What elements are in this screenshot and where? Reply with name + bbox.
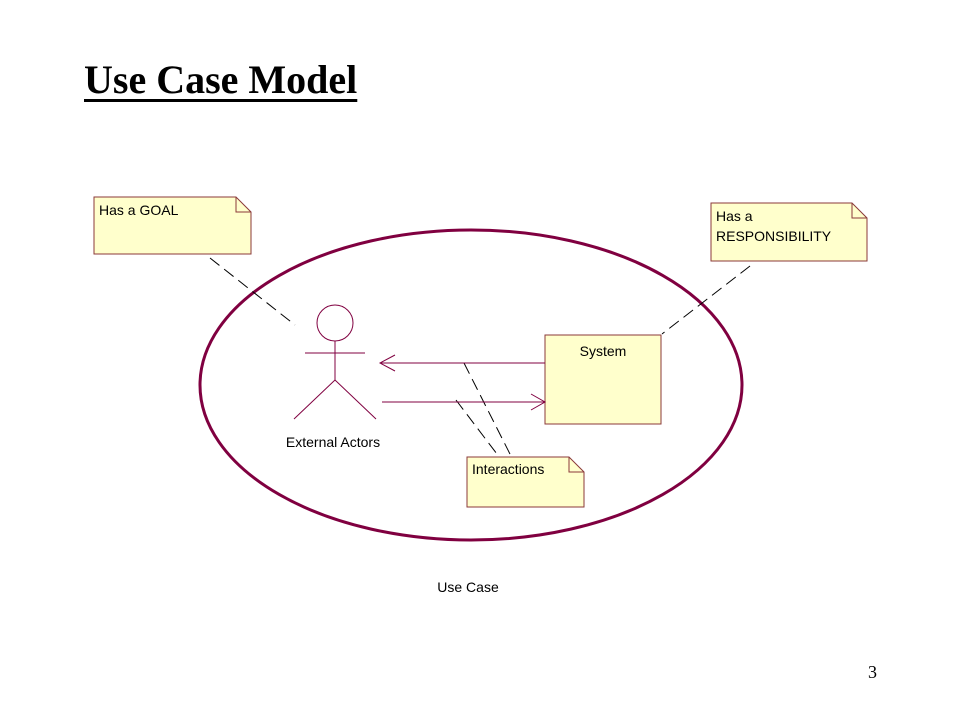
system-label: System <box>580 343 627 359</box>
use-case-ellipse[interactable] <box>198 228 744 542</box>
use-case-label: Use Case <box>437 579 499 595</box>
interactions-note[interactable]: Interactions <box>466 456 585 508</box>
interactions-note-line-1: Interactions <box>472 461 544 477</box>
system-to-actor-arrow[interactable] <box>378 354 545 372</box>
goal-note-connector <box>209 257 296 326</box>
page-number: 3 <box>868 662 877 682</box>
responsibility-note-line-1: Has a <box>716 208 753 224</box>
interactions-note-connector-a <box>463 362 513 459</box>
goal-note[interactable]: Has a GOAL <box>93 196 252 255</box>
goal-note-line-1: Has a GOAL <box>99 202 179 218</box>
system-box[interactable]: System <box>544 334 662 425</box>
slide-title: Use Case Model <box>84 57 358 102</box>
interactions-note-connector-b <box>455 399 501 459</box>
responsibility-note-connector <box>661 265 751 335</box>
actor-to-system-arrow[interactable] <box>382 393 547 411</box>
actor-icon[interactable] <box>293 304 377 420</box>
actor-label: External Actors <box>286 434 380 450</box>
responsibility-note[interactable]: Has a RESPONSIBILITY <box>710 202 868 262</box>
responsibility-note-line-2: RESPONSIBILITY <box>716 228 832 244</box>
